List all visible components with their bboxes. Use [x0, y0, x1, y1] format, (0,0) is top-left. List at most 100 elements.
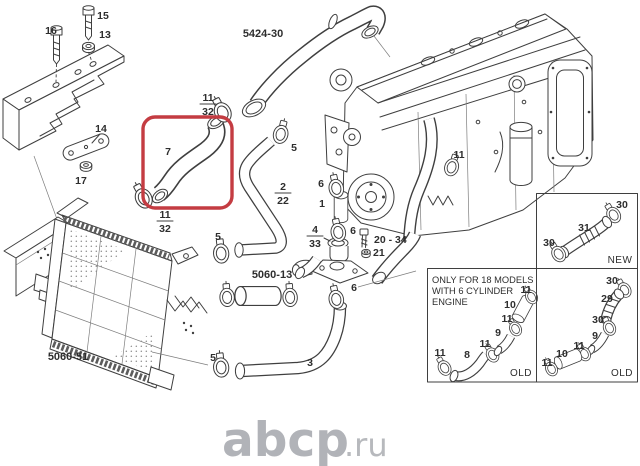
oil-filter — [509, 126, 533, 186]
callout-15: 15 — [97, 10, 109, 22]
callout-labels: 16 15 13 14 17 5424-30 11 32 7 11 32 2 2… — [45, 10, 465, 369]
callout-11: 11 — [520, 284, 531, 296]
bolt-15 — [82, 5, 95, 41]
callout-30: 30 — [543, 237, 555, 249]
radiator-top-fin-band — [62, 215, 171, 261]
svg-text:33: 33 — [309, 238, 321, 250]
callout-11: 11 — [434, 347, 445, 359]
watermark-brand: abcp — [222, 413, 349, 466]
fraction-4-33: 4 33 — [306, 224, 331, 250]
crossmember-break-line — [39, 79, 95, 137]
callout-6b: 6 — [350, 225, 356, 237]
engine-group — [324, 13, 594, 288]
svg-text:11: 11 — [159, 209, 170, 221]
note-line-2: WITH 6 CYLINDER — [432, 286, 513, 296]
callout-9: 9 — [592, 330, 598, 342]
leader-line — [373, 35, 391, 58]
callout-6a: 6 — [318, 178, 324, 190]
callout-11: 11 — [541, 357, 552, 369]
core-stipple — [69, 229, 126, 292]
callout-5c: 5 — [210, 352, 216, 364]
sleeve-5060-13 — [234, 285, 282, 307]
old-tag: OLD — [611, 368, 633, 379]
highlight-box-hose-7 — [141, 115, 234, 210]
watermark-domain: .ru — [344, 426, 388, 464]
inset-old-six-cylinder: ONLY FOR 18 MODELS WITH 6 CYLINDER ENGIN… — [427, 268, 541, 383]
fraction-11-32-upper: 11 32 — [199, 92, 217, 118]
callout-5a: 5 — [291, 142, 297, 154]
crank-damper — [347, 173, 395, 221]
svg-text:32: 32 — [202, 106, 214, 118]
radiator-top-bracket — [56, 197, 89, 219]
bolt-hole — [24, 97, 32, 103]
callout-5b: 5 — [215, 231, 221, 243]
part-number-5060-51: 5060-51 — [48, 351, 88, 363]
part-number-5424-30: 5424-30 — [243, 28, 283, 40]
flywheel-housing — [547, 59, 593, 167]
callout-9: 9 — [495, 327, 501, 339]
callout-29: 29 — [601, 293, 613, 305]
leader-line — [33, 155, 59, 223]
front-bracket — [324, 114, 350, 173]
crossmember-front-face — [18, 55, 125, 151]
callout-11-engine: 11 — [453, 149, 464, 161]
inset-new-variant: 30 31 30 NEW — [536, 193, 638, 269]
nut-17 — [79, 161, 93, 172]
callout-7: 7 — [165, 146, 171, 158]
leader-line — [357, 270, 417, 288]
oil-filler-cap — [508, 75, 526, 93]
dipstick — [494, 131, 504, 173]
callout-3: 3 — [307, 357, 313, 369]
hose-clamp-kit-right — [281, 280, 299, 308]
callout-17: 17 — [75, 175, 87, 187]
svg-text:22: 22 — [277, 195, 289, 207]
water-pump-pulley — [329, 68, 353, 92]
callout-20-34: 20 - 34 — [374, 234, 407, 246]
radiator-bottom-foot — [147, 366, 175, 391]
bolt-20-34 — [359, 228, 369, 248]
intercooler-group — [41, 197, 209, 391]
bolt-hole — [52, 82, 60, 88]
callout-30: 30 — [592, 314, 604, 326]
airflow-fins — [166, 299, 208, 314]
callout-11: 11 — [501, 313, 512, 325]
callout-10: 10 — [504, 299, 516, 311]
hose-clamp-kit-left — [218, 280, 236, 308]
callout-14: 14 — [95, 123, 107, 135]
fraction-11-32-lower: 11 32 — [156, 209, 174, 235]
callout-13: 13 — [99, 29, 111, 41]
hose-clamp-6c — [325, 281, 346, 311]
mounting-hardware-group — [2, 5, 125, 223]
plate-14 — [62, 133, 110, 161]
note-line-3: ENGINE — [432, 297, 468, 307]
note-line-1: ONLY FOR 18 MODELS — [432, 275, 533, 285]
callout-21: 21 — [373, 247, 385, 259]
svg-text:11: 11 — [202, 92, 213, 104]
hose-clamp-6a — [325, 170, 346, 200]
outlet-stack-group — [291, 190, 371, 284]
callout-6c: 6 — [351, 282, 357, 294]
leader-line — [151, 351, 209, 366]
callout-31: 31 — [578, 222, 590, 234]
hoses-group — [127, 5, 386, 380]
svg-text:32: 32 — [159, 223, 171, 235]
bolt-16 — [50, 25, 63, 83]
idler-pulley — [343, 128, 361, 146]
fraction-2-22: 2 22 — [274, 181, 292, 207]
watermark: abcp .ru — [222, 413, 388, 466]
callout-30: 30 — [606, 275, 618, 287]
callout-11: 11 — [479, 338, 490, 350]
radiator-right-bracket — [171, 246, 199, 265]
inset-old-right: 30 29 30 9 11 10 11 OLD — [536, 268, 638, 383]
hose-clamp-5a — [270, 116, 293, 146]
callout-16: 16 — [45, 25, 57, 37]
svg-text:4: 4 — [312, 224, 318, 236]
inset-border — [536, 268, 638, 383]
callout-1: 1 — [319, 198, 325, 210]
nut-21 — [361, 248, 371, 259]
callout-10: 10 — [556, 348, 568, 360]
new-tag: NEW — [608, 255, 633, 266]
nut-13 — [82, 41, 95, 63]
